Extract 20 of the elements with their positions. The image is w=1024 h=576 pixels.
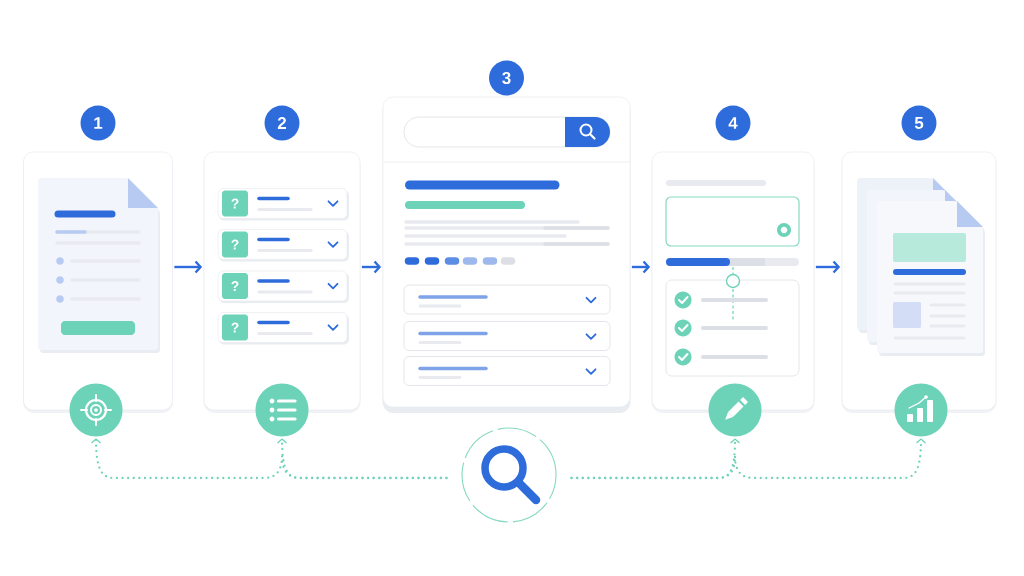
- arrow: [815, 260, 841, 274]
- arrow: [361, 260, 382, 274]
- number-badge: 5: [901, 105, 937, 141]
- dotted-arrow: [90, 438, 448, 480]
- number-badge: 3: [489, 60, 524, 96]
- chart-icon: [894, 383, 948, 437]
- magnifier-icon: [461, 427, 557, 523]
- number-badge: 2: [264, 105, 300, 141]
- pencil-icon: [708, 383, 762, 437]
- question-badge: ?: [222, 273, 248, 299]
- number-badge: 4: [715, 105, 751, 141]
- arrow: [174, 260, 203, 274]
- target-icon: [69, 383, 123, 437]
- list-icon: [255, 383, 309, 437]
- question-badge: ?: [222, 231, 248, 258]
- number-badge: 1: [80, 105, 116, 141]
- question-badge: ?: [222, 314, 248, 341]
- dotted-arrow: [570, 438, 927, 480]
- question-badge: ?: [222, 190, 248, 217]
- arrow: [631, 260, 651, 274]
